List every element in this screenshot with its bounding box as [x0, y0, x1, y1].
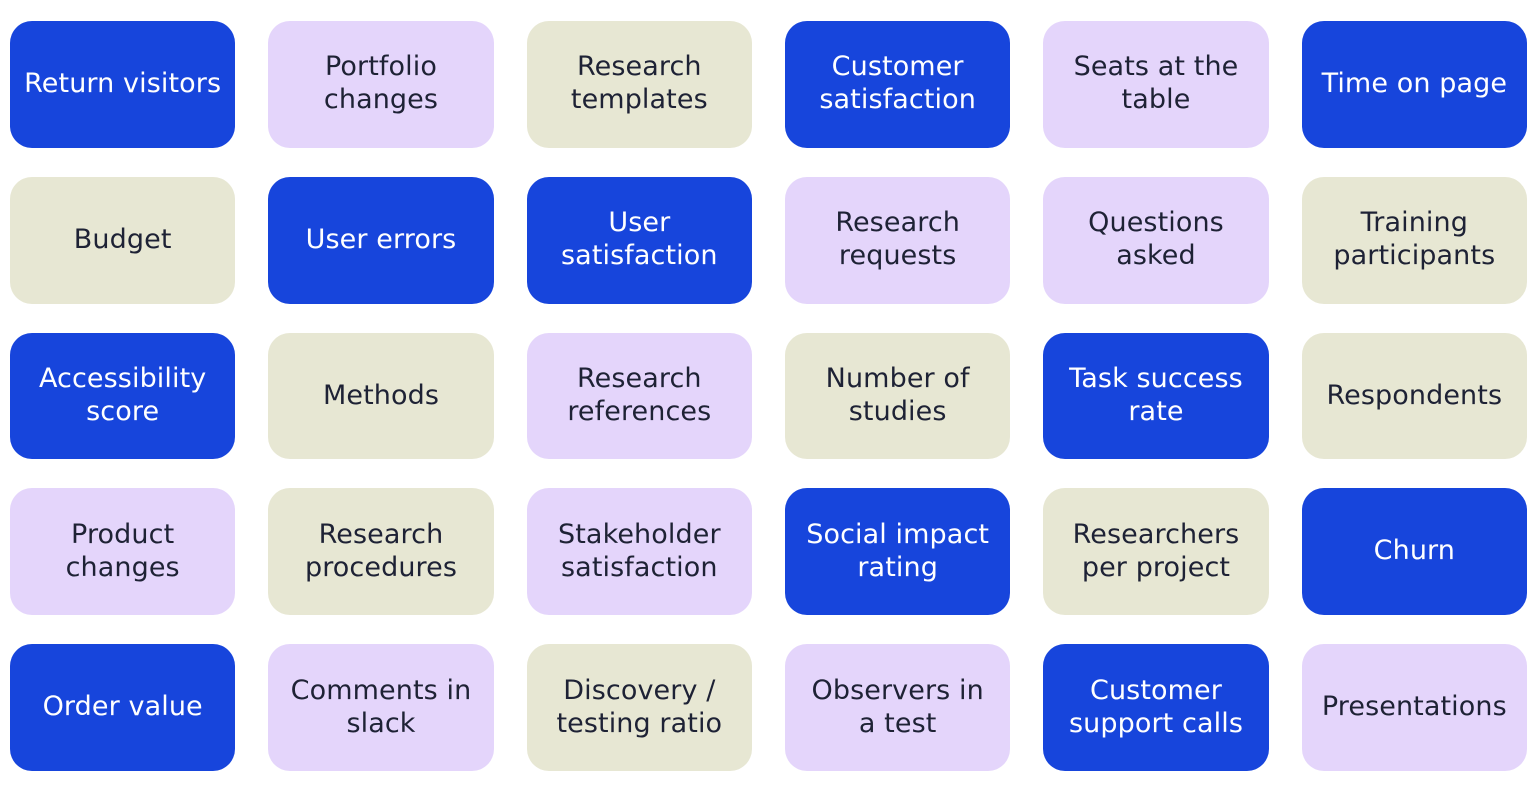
metric-card[interactable]: Return visitors: [10, 21, 236, 148]
metric-card-label: User errors: [305, 223, 457, 255]
metric-card[interactable]: Budget: [10, 176, 236, 304]
metric-card-label: Customer satisfaction: [819, 51, 976, 116]
metric-card-label: Discovery / testing ratio: [556, 674, 723, 739]
metric-card[interactable]: Stakeholder satisfaction: [526, 488, 752, 616]
metric-card-label: Seats at the table: [1073, 51, 1239, 116]
metric-card[interactable]: User errors: [268, 176, 494, 304]
metric-card-label: Order value: [42, 691, 203, 723]
metric-card-label: Churn: [1373, 535, 1455, 567]
metric-card[interactable]: Researchers per project: [1043, 488, 1269, 616]
metric-card[interactable]: Presentations: [1301, 644, 1527, 771]
metric-card-label: Comments in slack: [290, 674, 472, 739]
metric-card[interactable]: Research templates: [526, 21, 752, 148]
metric-card-label: Product changes: [65, 518, 180, 583]
metric-card-label: Research references: [567, 363, 712, 427]
metric-card-label: Budget: [73, 223, 172, 255]
metric-card-label: Social impact rating: [806, 518, 990, 583]
metric-card[interactable]: Questions asked: [1043, 176, 1269, 304]
metric-card-label: Task success rate: [1069, 363, 1243, 427]
metric-card[interactable]: Seats at the table: [1043, 21, 1269, 148]
metric-card-label: Research procedures: [304, 518, 458, 583]
metric-card-label: Time on page: [1321, 67, 1508, 99]
metric-card[interactable]: Research requests: [784, 176, 1011, 304]
metric-card-label: Research templates: [570, 51, 708, 116]
metric-card-label: Number of studies: [825, 363, 970, 427]
metric-card[interactable]: Research procedures: [268, 488, 494, 616]
metric-card-label: User satisfaction: [561, 207, 718, 272]
metric-card[interactable]: Accessibility score: [10, 332, 236, 460]
metric-card[interactable]: Research references: [526, 332, 752, 460]
metric-card-label: Researchers per project: [1072, 518, 1240, 583]
metric-card[interactable]: Methods: [268, 332, 494, 460]
metric-card[interactable]: Task success rate: [1043, 332, 1269, 460]
metric-card-label: Observers in a test: [811, 674, 984, 739]
metric-card[interactable]: Time on page: [1301, 21, 1527, 148]
metric-card[interactable]: Discovery / testing ratio: [526, 644, 752, 771]
metric-card-label: Training participants: [1333, 207, 1496, 272]
metric-card[interactable]: Portfolio changes: [268, 21, 494, 148]
metric-card[interactable]: Customer support calls: [1043, 644, 1269, 771]
metric-card[interactable]: Product changes: [10, 488, 236, 616]
metric-card-label: Methods: [322, 379, 439, 411]
metric-card[interactable]: Customer satisfaction: [784, 21, 1011, 148]
metric-card[interactable]: Comments in slack: [268, 644, 494, 771]
metric-card[interactable]: Number of studies: [784, 332, 1011, 460]
metric-card-label: Questions asked: [1088, 207, 1224, 272]
metric-card-label: Customer support calls: [1068, 674, 1243, 739]
metric-card[interactable]: User satisfaction: [526, 176, 752, 304]
metric-card[interactable]: Observers in a test: [784, 644, 1011, 771]
metric-card[interactable]: Respondents: [1301, 332, 1527, 460]
metric-card-label: Research requests: [835, 207, 960, 272]
metric-card-label: Accessibility score: [38, 363, 207, 427]
metric-card-label: Respondents: [1326, 379, 1503, 411]
metric-card-label: Stakeholder satisfaction: [558, 518, 721, 583]
metric-card[interactable]: Churn: [1301, 488, 1527, 616]
metric-card[interactable]: Order value: [10, 644, 236, 771]
metric-card-label: Portfolio changes: [323, 51, 439, 116]
metric-card[interactable]: Social impact rating: [784, 488, 1011, 616]
metric-card-label: Presentations: [1321, 691, 1507, 723]
metric-card-label: Return visitors: [24, 67, 222, 99]
metric-card[interactable]: Training participants: [1301, 176, 1527, 304]
